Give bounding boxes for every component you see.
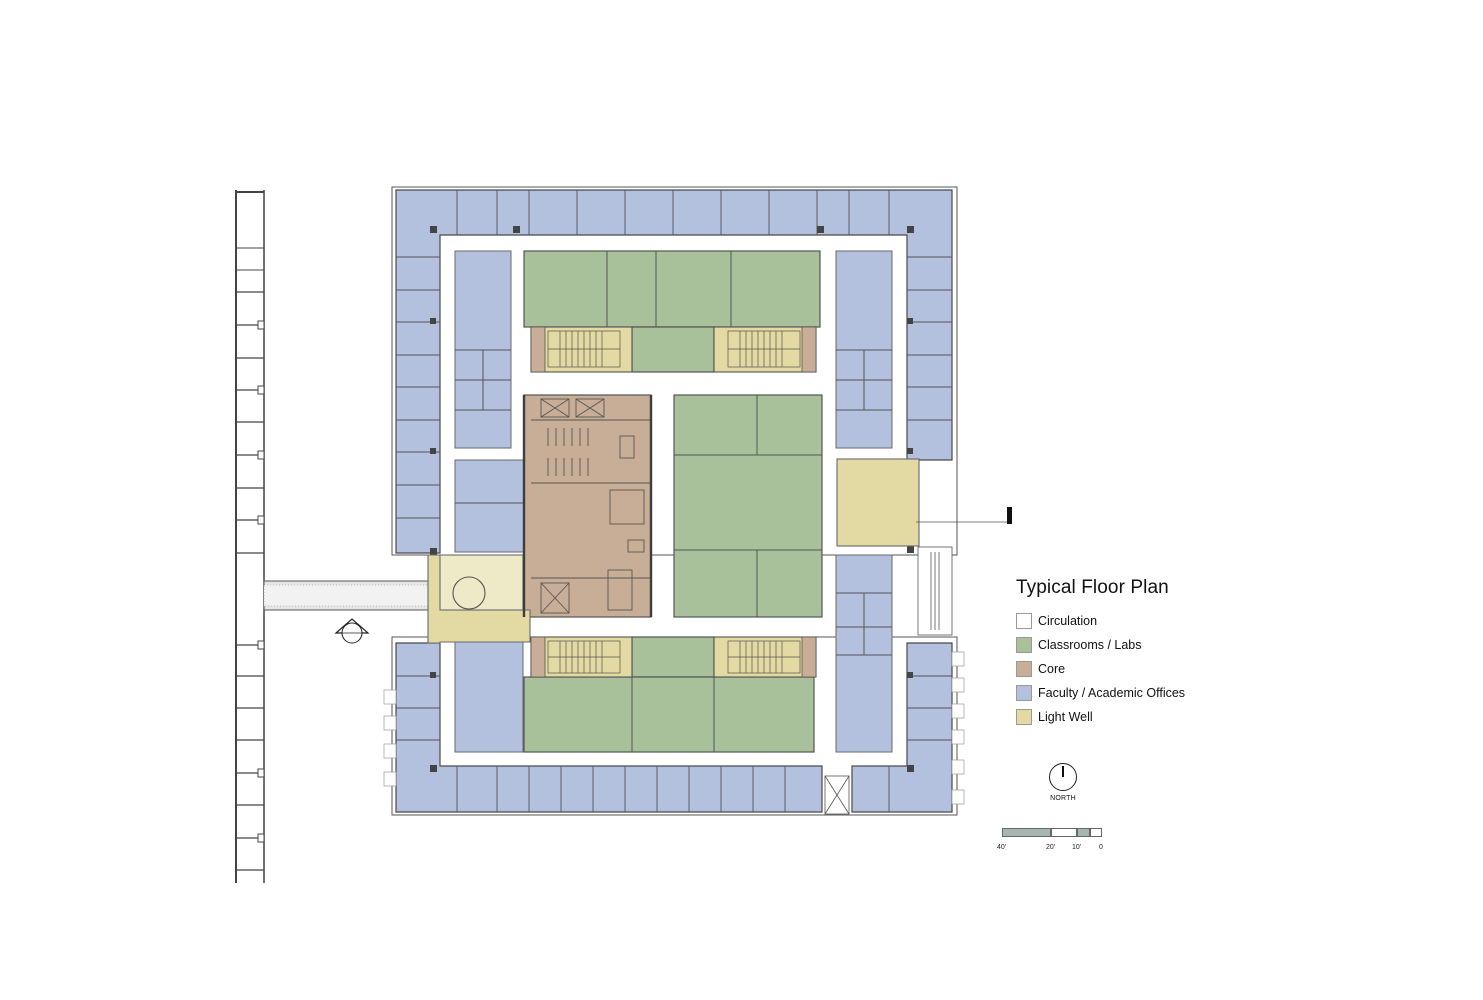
legend-item-circulation: Circulation: [1016, 609, 1185, 633]
legend-label: Faculty / Academic Offices: [1038, 686, 1186, 700]
stair-treads: [547, 330, 801, 674]
classroom-partitions: [606, 251, 822, 752]
east-stair: [917, 546, 953, 636]
scale-segment-0: [1090, 828, 1102, 837]
legend-item-offices: Faculty / Academic Offices: [1016, 681, 1185, 705]
stair-walls: [530, 326, 817, 678]
swatch-offices: [1016, 685, 1032, 701]
columns: [430, 226, 914, 772]
swatch-core: [1016, 661, 1032, 677]
north-arrow-icon: [1049, 763, 1077, 791]
legend-label: Classrooms / Labs: [1038, 638, 1142, 652]
legend-label: Core: [1038, 662, 1066, 676]
legend-title: Typical Floor Plan: [1016, 577, 1169, 598]
legend-item-light-well: Light Well: [1016, 705, 1185, 729]
core-details: [531, 398, 651, 614]
exterior-planters: [383, 651, 965, 805]
legend-label: Light Well: [1038, 710, 1093, 724]
scale-label-10: 10': [1072, 844, 1082, 851]
swatch-light-well: [1016, 709, 1032, 725]
swatch-circulation: [1016, 613, 1032, 629]
legend-item-core: Core: [1016, 657, 1185, 681]
scale-segment-10: [1077, 828, 1090, 837]
bridge-walkway: [263, 580, 431, 611]
south-entry: [824, 775, 850, 815]
legend-label: Circulation: [1038, 614, 1098, 628]
core-walls: [522, 395, 653, 617]
scale-segment-40: [1002, 828, 1051, 837]
legend-item-classrooms: Classrooms / Labs: [1016, 633, 1185, 657]
light-wells: [427, 458, 920, 644]
section-marker: [334, 618, 370, 644]
scale-segment-20: [1051, 828, 1077, 837]
perimeter-offices: [395, 189, 953, 813]
north-label: NORTH: [1050, 795, 1076, 802]
adjacent-building: [235, 190, 265, 883]
office-partitions: [396, 190, 952, 812]
legend: Typical Floor Plan Circulation Classroom…: [1016, 577, 1185, 729]
scale-bar: 40' 20' 10' 0: [997, 828, 1110, 858]
inner-office-partitions: [455, 349, 892, 656]
scale-label-20: 20': [1046, 844, 1056, 851]
north-arrow: NORTH: [1043, 763, 1083, 802]
scale-label-40: 40': [997, 844, 1007, 851]
scale-label-0: 0: [1099, 844, 1103, 851]
core: [523, 394, 652, 618]
entrance-marker: [916, 507, 1012, 524]
swatch-classrooms: [1016, 637, 1032, 653]
